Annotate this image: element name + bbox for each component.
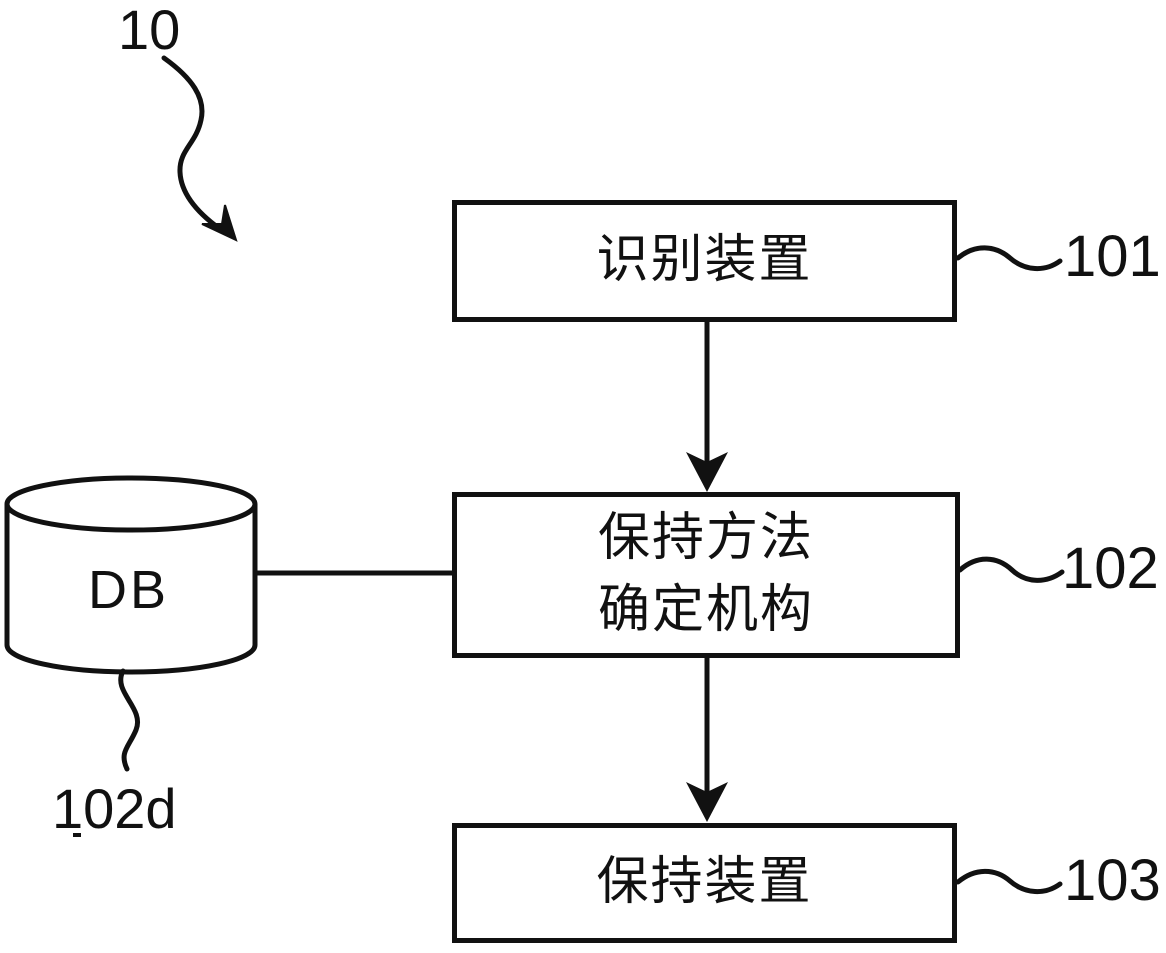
ref-102-label: 102 [1062,536,1159,601]
ref-101-label: 101 [1064,224,1161,289]
block-holding-method-determination-label: 保持方法确定机构 [598,503,814,647]
block-102-label-line2: 确定机构 [597,581,814,639]
ref-103-label: 103 [1064,848,1161,913]
database-cylinder-body [4,504,258,675]
flow-arrowhead-102-103-icon [686,782,728,822]
block-holding-device-label: 保持装置 [596,853,813,912]
database-ref-squiggle [118,668,141,772]
block-102-label-line1: 保持方法 [597,509,814,568]
ref-102d-label: 102d [52,777,177,840]
figure-ref-arrowhead-icon [201,204,238,242]
figure-ref-label: 10 [118,0,181,61]
flow-arrowhead-101-102-icon [686,452,728,492]
block-recognition-device: 识别装置 [452,200,957,322]
database-cylinder-top [4,475,258,533]
scan-speck [73,833,81,837]
block-holding-method-determination: 保持方法确定机构 [452,492,960,658]
ref-101-squiggle [955,245,1063,271]
block-recognition-device-label: 识别装置 [596,231,813,290]
ref-102-squiggle [957,556,1065,583]
figure-ref-pointer-arrow [161,55,223,232]
database-label: DB [88,560,170,620]
ref-103-squiggle [955,868,1063,894]
block-holding-device: 保持装置 [452,823,957,943]
